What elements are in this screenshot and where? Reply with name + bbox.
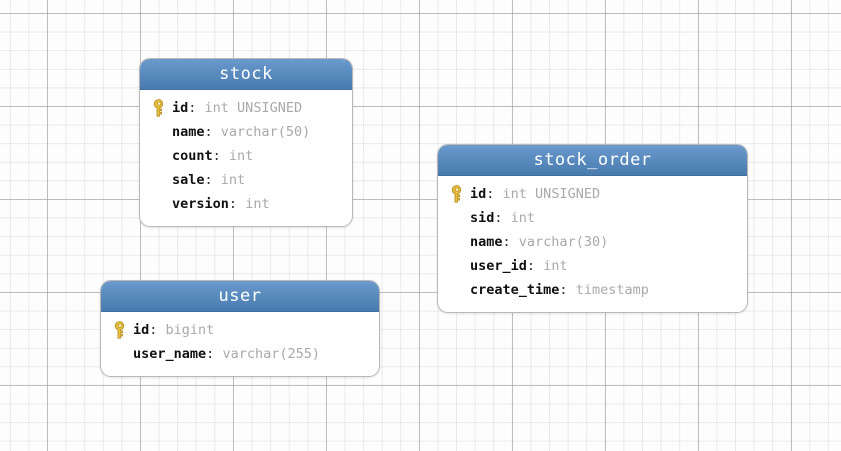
field-separator: : — [206, 346, 215, 362]
field-name: sid — [470, 210, 495, 226]
field-separator: : — [486, 186, 495, 202]
field-label: count: int — [172, 146, 253, 166]
field-label: user_id: int — [470, 256, 568, 276]
entity-stock-fields: id: int UNSIGNED name: varchar(50) count… — [140, 90, 352, 226]
field-row[interactable]: name: varchar(50) — [140, 120, 352, 144]
field-name: create_time — [470, 282, 560, 298]
field-name: id — [133, 322, 150, 338]
field-row[interactable]: user_name: varchar(255) — [101, 342, 379, 366]
key-slot-empty — [444, 232, 470, 252]
field-name: version — [172, 196, 229, 212]
field-label: sale: int — [172, 170, 245, 190]
field-type: varchar(255) — [222, 346, 320, 362]
field-row[interactable]: create_time: timestamp — [438, 278, 747, 302]
field-separator: : — [212, 148, 221, 164]
key-slot-empty — [146, 122, 172, 142]
field-row[interactable]: version: int — [140, 192, 352, 216]
key-slot-empty — [107, 344, 133, 364]
key-slot-empty — [444, 256, 470, 276]
key-slot-empty — [146, 194, 172, 214]
key-icon — [146, 98, 172, 118]
entity-stock-order[interactable]: stock_order id: int UNSIGNED sid: int na… — [437, 144, 748, 313]
field-separator: : — [204, 124, 213, 140]
field-type: int — [228, 148, 254, 164]
field-separator: : — [188, 100, 197, 116]
field-row[interactable]: count: int — [140, 144, 352, 168]
field-label: name: varchar(30) — [470, 232, 608, 252]
field-row[interactable]: user_id: int — [438, 254, 747, 278]
field-type: varchar(50) — [220, 124, 311, 140]
field-label: version: int — [172, 194, 270, 214]
field-label: id: int UNSIGNED — [172, 98, 302, 118]
entity-user-fields: id: bigint user_name: varchar(255) — [101, 312, 379, 376]
key-slot-empty — [444, 280, 470, 300]
field-type: bigint — [165, 322, 215, 338]
key-slot-empty — [444, 208, 470, 228]
key-icon — [444, 184, 470, 204]
field-type: int UNSIGNED — [502, 186, 601, 202]
field-separator: : — [559, 282, 568, 298]
entity-stock-order-title: stock_order — [438, 145, 747, 176]
field-name: sale — [172, 172, 205, 188]
key-slot-empty — [146, 170, 172, 190]
field-type: timestamp — [575, 282, 649, 298]
field-separator: : — [149, 322, 158, 338]
field-name: user_name — [133, 346, 207, 362]
field-separator: : — [204, 172, 213, 188]
field-row[interactable]: id: int UNSIGNED — [438, 182, 747, 206]
entity-stock[interactable]: stock id: int UNSIGNED name: varchar(50)… — [139, 58, 353, 227]
field-type: int — [245, 196, 270, 212]
entity-stock-order-fields: id: int UNSIGNED sid: int name: varchar(… — [438, 176, 747, 312]
field-row[interactable]: name: varchar(30) — [438, 230, 747, 254]
field-type: int — [543, 258, 568, 274]
key-icon — [107, 320, 133, 340]
field-row[interactable]: id: int UNSIGNED — [140, 96, 352, 120]
field-name: name — [172, 124, 205, 140]
field-type: int UNSIGNED — [204, 100, 303, 116]
entity-user[interactable]: user id: bigint user_name: varchar(255) — [100, 280, 380, 377]
field-type: int — [510, 210, 536, 226]
field-name: id — [172, 100, 189, 116]
field-row[interactable]: sid: int — [438, 206, 747, 230]
field-name: name — [470, 234, 503, 250]
field-type: int — [220, 172, 246, 188]
field-name: id — [470, 186, 487, 202]
key-slot-empty — [146, 146, 172, 166]
field-label: name: varchar(50) — [172, 122, 310, 142]
field-type: varchar(30) — [518, 234, 609, 250]
field-separator: : — [526, 258, 536, 274]
field-name: count — [172, 148, 213, 164]
field-row[interactable]: sale: int — [140, 168, 352, 192]
field-separator: : — [502, 234, 511, 250]
field-separator: : — [228, 196, 238, 212]
field-label: id: bigint — [133, 320, 214, 340]
field-label: create_time: timestamp — [470, 280, 649, 300]
field-separator: : — [494, 210, 503, 226]
field-label: sid: int — [470, 208, 535, 228]
entity-stock-title: stock — [140, 59, 352, 90]
field-label: id: int UNSIGNED — [470, 184, 600, 204]
field-label: user_name: varchar(255) — [133, 344, 320, 364]
field-name: user_id — [470, 258, 527, 274]
field-row[interactable]: id: bigint — [101, 318, 379, 342]
entity-user-title: user — [101, 281, 379, 312]
